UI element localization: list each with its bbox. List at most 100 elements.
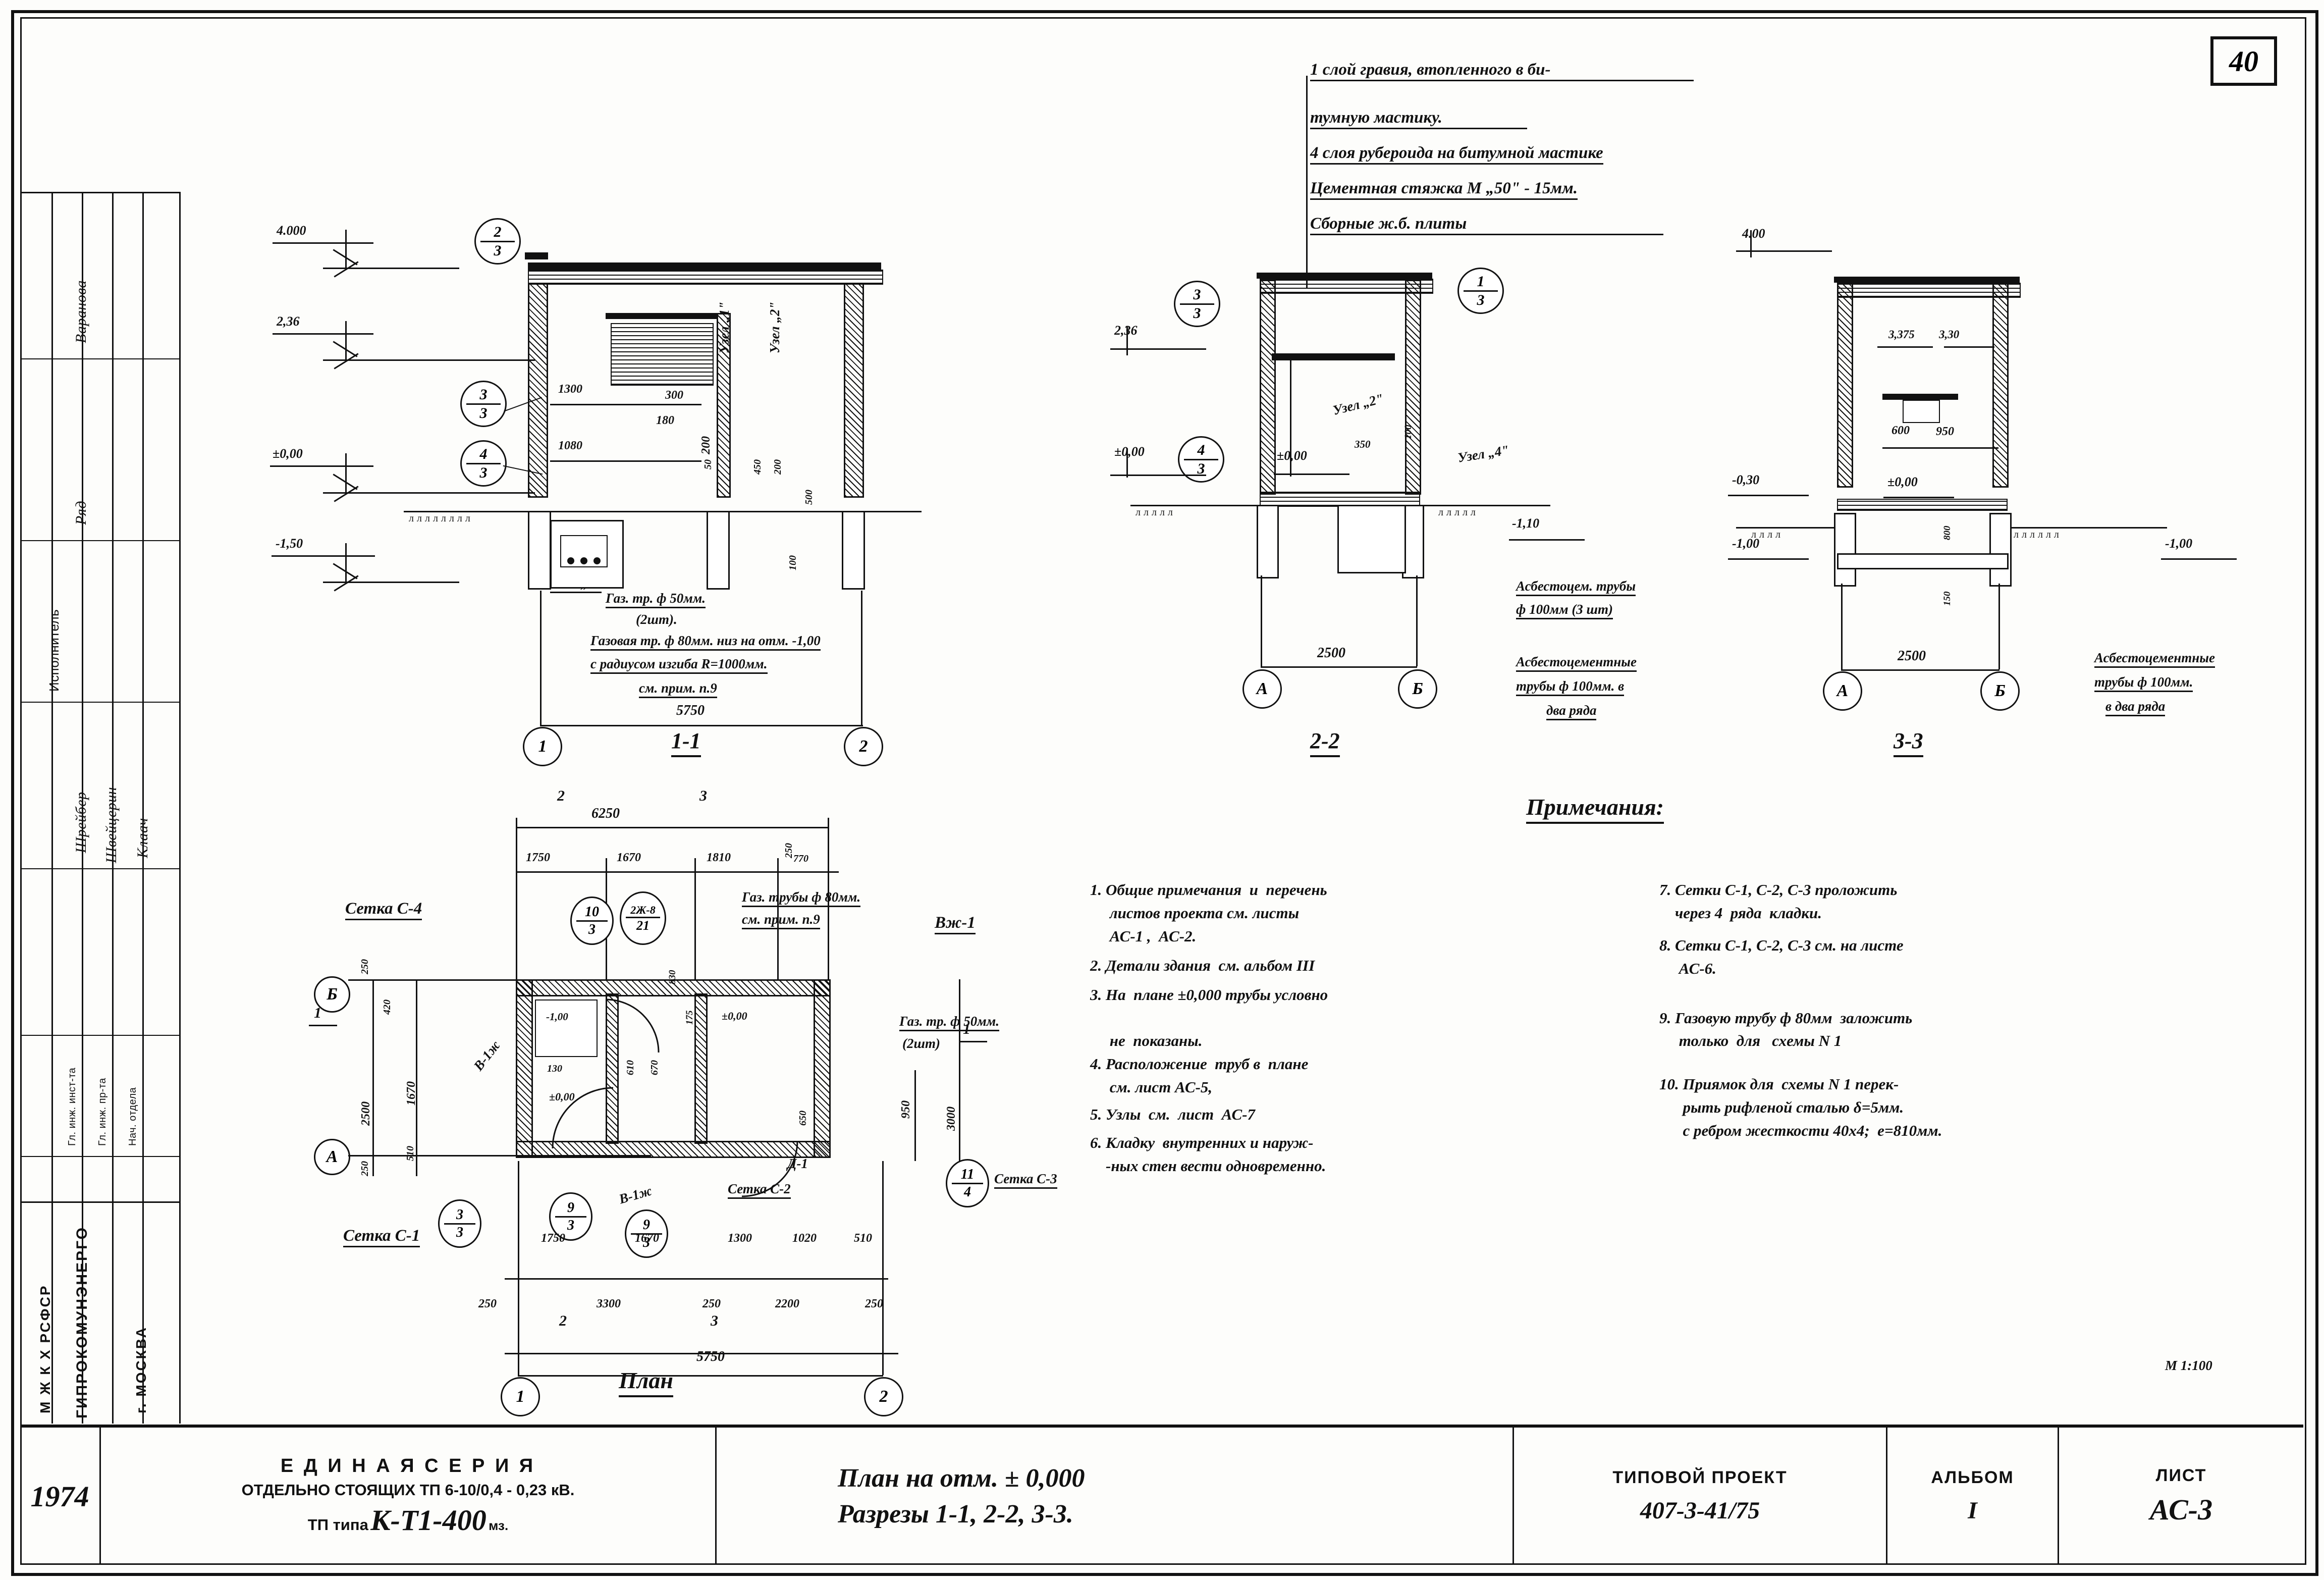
- callout-1-3-s2: 1 3: [1457, 268, 1504, 314]
- plan-secmark-1-right: 1: [963, 1021, 970, 1037]
- dim-200: 200: [699, 436, 713, 454]
- foundation-left-2-2: [1257, 505, 1279, 578]
- sheet-frame-inner: [20, 17, 2306, 1565]
- notes-column-right: 7. Сетки С-1, С-2, С-3 проложить через 4…: [1659, 878, 2255, 1139]
- note-1: 1. Общие примечания и перечень листов пр…: [1090, 881, 1327, 945]
- axis-mark-2: 2: [844, 727, 883, 766]
- ground-line-2-2-right: [1419, 505, 1550, 506]
- axis-mark-1: 1: [523, 727, 562, 766]
- elev-000-s2: ±0,00: [1114, 444, 1145, 459]
- plan-dim-b-1300: 1300: [728, 1232, 752, 1245]
- elev-000-s3: ±0,00: [1887, 475, 1918, 489]
- dim-500: 500: [803, 490, 815, 505]
- stamp-institute: ГИПРОКОМУНЭНЕРГО: [74, 1226, 90, 1418]
- plan-dim-m-250c: 250: [865, 1297, 883, 1310]
- elev-minus030-s3: -0,30: [1732, 472, 1760, 487]
- plan-dim-m-250a: 250: [478, 1297, 497, 1310]
- foundation-left-3-3: [1834, 513, 1856, 587]
- sheet-number-box: 40: [2210, 36, 2277, 86]
- sheet-number: 40: [2229, 44, 2258, 78]
- dim-350-s2: 350: [1355, 438, 1371, 450]
- roof-slab-1-1: [528, 262, 881, 270]
- ground-line-1-1-right: [861, 511, 922, 512]
- plan-door-swing-1: [552, 1087, 614, 1149]
- tb-cell-drawing-title: План на отм. ± 0,000 Разрезы 1-1, 2-2, 3…: [717, 1428, 1514, 1565]
- grass-2-2-right: ллллл: [1438, 507, 1479, 518]
- tb-cell-project: ТИПОВОЙ ПРОЕКТ 407-3-41/75: [1514, 1428, 1887, 1565]
- plan-dim-b-1750: 1750: [541, 1232, 565, 1245]
- note-10: 10. Приямок для схемы N 1 перек- рыть ри…: [1659, 1075, 1942, 1139]
- note-3: 3. На плане ±0,000 трубы условно не пока…: [1090, 985, 1328, 1050]
- elev-minus100-s3-right: -1,00: [2165, 536, 2193, 551]
- plan-secmark-2-bot: 2: [559, 1312, 567, 1329]
- dim-300: 300: [665, 389, 683, 402]
- plan-pit: [535, 999, 598, 1057]
- callout-2zh8-21-plan: 2Ж-8 21: [620, 891, 666, 945]
- stamp-name-klaach: Клаач: [134, 818, 151, 858]
- notes-column-left: 1. Общие примечания и перечень листов пр…: [1090, 878, 1595, 1175]
- asbestos-s3-line2: трубы ф 100мм.: [2094, 674, 2193, 692]
- foundation-right-1-1: [842, 511, 865, 590]
- tb-cell-series: Е Д И Н А Я С Е Р И Я ОТДЕЛЬНО СТОЯЩИХ Т…: [101, 1428, 717, 1565]
- plan-label: План: [619, 1367, 673, 1397]
- grass-hatch-1-1: лллллллл: [409, 513, 473, 524]
- plan-dim-l-250b: 250: [359, 1161, 370, 1176]
- wall-left-3-3: [1837, 283, 1853, 488]
- grass-2-2-left: ллллл: [1136, 507, 1176, 518]
- ground-line-1-1: [404, 511, 868, 512]
- roof-deck-1-1: [528, 270, 883, 285]
- asbestos-2rows-line2: трубы ф 100мм. в: [1516, 678, 1625, 696]
- asbestos-s3-line1: Асбестоцементные: [2094, 650, 2215, 668]
- stamp-role-gl-inzh-inst: Гл. инж. инст-та: [67, 1067, 78, 1146]
- foundation-right-3-3: [1989, 513, 2012, 587]
- roof-spec-line-3: 4 слоя рубероида на битумной мастике: [1310, 144, 1603, 165]
- gas-pipe-80-label: Газовая тр. ф 80мм. низ на отм. -1,00: [590, 633, 821, 651]
- note-9: 9. Газовую трубу ф 80мм заложить только …: [1659, 1009, 1913, 1050]
- sheet-frame-outer: [11, 10, 2318, 1576]
- grass-3-3-right: лллллл: [2014, 529, 2062, 540]
- axis-mark-B-s2: Б: [1398, 669, 1437, 709]
- stamp-name-shveitserin: Швейцерин: [103, 786, 120, 863]
- plan-dim-l-250a: 250: [359, 959, 370, 974]
- elev-236-s2: 2,36: [1114, 323, 1138, 338]
- stamp-name-ryad: Ряд: [73, 500, 89, 525]
- gas-pipe-50-qty: (2шт).: [636, 612, 677, 627]
- floor-slab-3-3: [1837, 499, 2008, 511]
- floor-slab-2-2: [1260, 492, 1420, 507]
- asbestos-3pcs-line1: Асбестоцем. трубы: [1516, 578, 1636, 596]
- stamp-name-varanova: Варанова: [73, 280, 89, 343]
- foundation-left-1-1: [528, 511, 551, 590]
- plan-axis-B: Б: [314, 976, 350, 1013]
- elev-330-s3: 3,30: [1939, 328, 1960, 341]
- plan-axis-A: А: [314, 1139, 350, 1175]
- roof-spec-line-2: тумную мастику.: [1310, 109, 1527, 129]
- hatch-box-3-3: [1903, 400, 1940, 423]
- plan-dim-830: 830: [667, 970, 678, 985]
- callout-4-3-s2: 4 3: [1178, 436, 1224, 483]
- dim-150-s3: 150: [1942, 591, 1953, 606]
- roof-spec-line-4: Цементная стяжка М „50" - 15мм.: [1310, 179, 1578, 200]
- plan-dim-r-950: 950: [899, 1100, 912, 1119]
- section-label-1-1: 1-1: [671, 728, 701, 757]
- plan-partition-1: [606, 993, 619, 1144]
- node-label-2: Узел „2": [767, 301, 782, 353]
- louvre-lintel-1-1: [606, 313, 717, 319]
- callout-9-3-plan-b: 9 3: [625, 1209, 668, 1258]
- plan-dim-t-1670: 1670: [617, 851, 641, 864]
- gas-pipe-50-label: Газ. тр. ф 50мм.: [606, 591, 706, 608]
- section-label-3-3: 3-3: [1894, 728, 1923, 757]
- stamp-name-shreiber: Шрейбер: [73, 792, 89, 853]
- wall-left-2-2: [1260, 280, 1276, 495]
- ground-line-3-3-right: [2001, 527, 2167, 529]
- note-8: 8. Сетки С-1, С-2, С-3 см. на листе АС-6…: [1659, 936, 1904, 977]
- louvre-window-1-1: [611, 323, 714, 386]
- wall-right-2-2: [1405, 280, 1421, 495]
- stamp-role-nach-otdela: Нач. отдела: [127, 1087, 138, 1146]
- plan-label-setka-s1: Сетка С-1: [343, 1227, 420, 1247]
- dim-600-s3: 600: [1891, 424, 1910, 437]
- plan-secmark-3-top: 3: [699, 787, 707, 804]
- note-7: 7. Сетки С-1, С-2, С-3 проложить через 4…: [1659, 881, 1898, 922]
- plan-wall-left: [516, 979, 533, 1158]
- node-label-1: Узел „1": [717, 301, 732, 353]
